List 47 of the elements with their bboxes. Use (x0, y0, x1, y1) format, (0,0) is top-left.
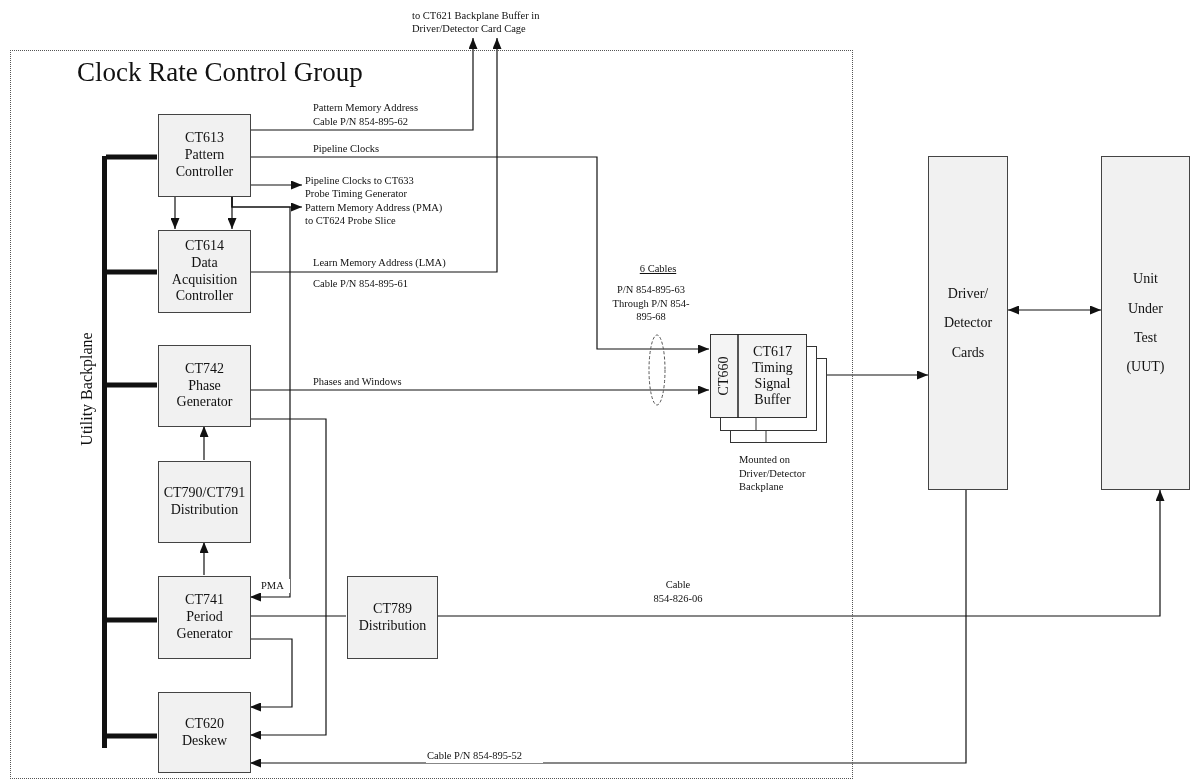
group-title: Clock Rate Control Group (77, 57, 363, 88)
card-caption: Mounted on Driver/Detector Backplane (739, 453, 807, 494)
module-label: CT617 Timing Signal Buffer (751, 342, 794, 410)
arrow (249, 638, 293, 712)
module-box (158, 114, 251, 197)
arrow (249, 385, 710, 395)
arrow (1007, 305, 1102, 315)
destination-text: Pipeline Clocks to CT633 Probe Timing Generator (303, 173, 431, 201)
module-box (928, 156, 1008, 490)
bus-connector (103, 154, 157, 160)
module-label: CT741 Period Generator (176, 592, 233, 643)
module-box (158, 230, 251, 313)
edge-label: Cable P/N 854-895-52 (426, 749, 543, 763)
module-label: CT789 Distribution (358, 600, 427, 635)
module-box (158, 576, 251, 659)
module-label: CT790/CT791 Distribution (163, 485, 246, 519)
arrow (825, 370, 929, 380)
module-box (158, 345, 251, 427)
backplane-label: Utility Backplane (78, 332, 96, 446)
module-label: CT620 Deskew (181, 715, 228, 750)
arrow (249, 37, 502, 273)
module-box (158, 692, 251, 773)
arrow (170, 195, 180, 230)
module-box (1101, 156, 1190, 490)
edge-label: PMA (260, 579, 290, 593)
module-box (347, 576, 438, 659)
arrow (199, 425, 209, 461)
arrow (249, 418, 327, 740)
arrow (249, 37, 478, 131)
arrow (249, 180, 303, 190)
arrow (249, 156, 710, 354)
arrow (231, 195, 291, 602)
arrow (436, 489, 1165, 617)
arrow (249, 489, 967, 768)
backplane-bar (102, 156, 107, 748)
destination-text: to CT621 Backplane Buffer in Driver/Detector Card Cage (410, 8, 560, 38)
module-label: Driver/ Detector Cards (943, 284, 993, 362)
arrow (199, 541, 209, 576)
connector-line (249, 615, 347, 617)
module-label: Unit Under Test (UUT) (1126, 270, 1165, 377)
module-label: CT660 (716, 356, 732, 396)
card-stack (710, 334, 827, 443)
module-box (158, 461, 251, 543)
module-label: CT614 Data Acquisition Controller (171, 237, 238, 306)
module-label: CT742 Phase Generator (176, 360, 233, 412)
destination-text: Pattern Memory Address (PMA) to CT624 Probe Slice (303, 200, 453, 228)
module-label: CT613 Pattern Controller (175, 130, 234, 181)
